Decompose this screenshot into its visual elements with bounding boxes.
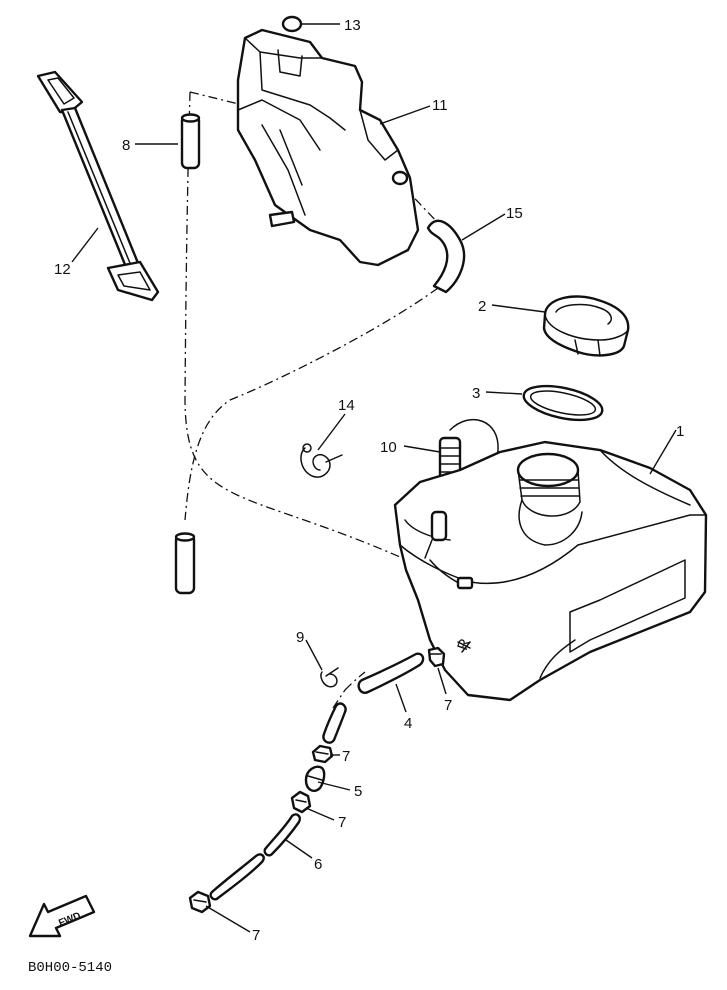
cap-gasket bbox=[522, 384, 604, 422]
fuel-tank bbox=[393, 440, 708, 702]
callout-1: 1 bbox=[676, 423, 684, 440]
forward-direction-arrow: FWD bbox=[28, 894, 96, 938]
callout-7-middle: 7 bbox=[338, 814, 346, 831]
callout-11: 11 bbox=[432, 97, 448, 114]
hose-clamp-tank bbox=[427, 646, 446, 668]
callout-13: 13 bbox=[344, 17, 361, 34]
hose-clamp-middle bbox=[290, 790, 312, 814]
callout-numbers: 13 8 11 12 15 2 3 14 10 1 9 4 7 7 5 7 6 … bbox=[54, 17, 684, 944]
callout-7-upper: 7 bbox=[342, 748, 350, 765]
fuel-hose-segment-a bbox=[263, 813, 301, 857]
hose-clip bbox=[300, 443, 343, 478]
fuel-hose-upper bbox=[357, 652, 425, 694]
hose-clamp-upper bbox=[311, 744, 334, 764]
callout-leaders bbox=[71, 23, 677, 933]
reservoir-hose-route bbox=[184, 287, 439, 521]
hose-clamp-lower bbox=[188, 890, 212, 914]
callout-5: 5 bbox=[354, 783, 362, 800]
fuel-line-route bbox=[332, 671, 366, 709]
breather-reservoir-tank bbox=[236, 28, 420, 267]
fuel-tank-cap bbox=[542, 295, 630, 357]
callout-7-tank: 7 bbox=[444, 697, 452, 714]
callout-10: 10 bbox=[380, 439, 397, 456]
callout-3: 3 bbox=[472, 385, 480, 402]
reservoir-outlet-route bbox=[401, 184, 441, 226]
callout-12: 12 bbox=[54, 261, 71, 278]
drawing-code: B0H00-5140 bbox=[28, 960, 112, 976]
tank-strap bbox=[36, 70, 160, 302]
callout-7-lower: 7 bbox=[252, 927, 260, 944]
fuel-hose-clip bbox=[320, 667, 339, 688]
callout-15: 15 bbox=[506, 205, 523, 222]
fuel-hose-lower bbox=[322, 702, 347, 744]
breather-hose-lower bbox=[174, 533, 196, 595]
fuel-hose-segment-b bbox=[209, 853, 265, 901]
callout-8: 8 bbox=[122, 137, 130, 154]
breather-hose-route bbox=[184, 91, 461, 586]
reservoir-hose bbox=[426, 219, 466, 294]
callout-2: 2 bbox=[478, 298, 486, 315]
breather-hose-upper bbox=[180, 114, 201, 170]
fuel-filter bbox=[304, 765, 326, 792]
callout-4: 4 bbox=[404, 715, 412, 732]
callout-14: 14 bbox=[338, 397, 355, 414]
callout-6: 6 bbox=[314, 856, 322, 873]
callout-9: 9 bbox=[296, 629, 304, 646]
grommet bbox=[281, 15, 303, 33]
